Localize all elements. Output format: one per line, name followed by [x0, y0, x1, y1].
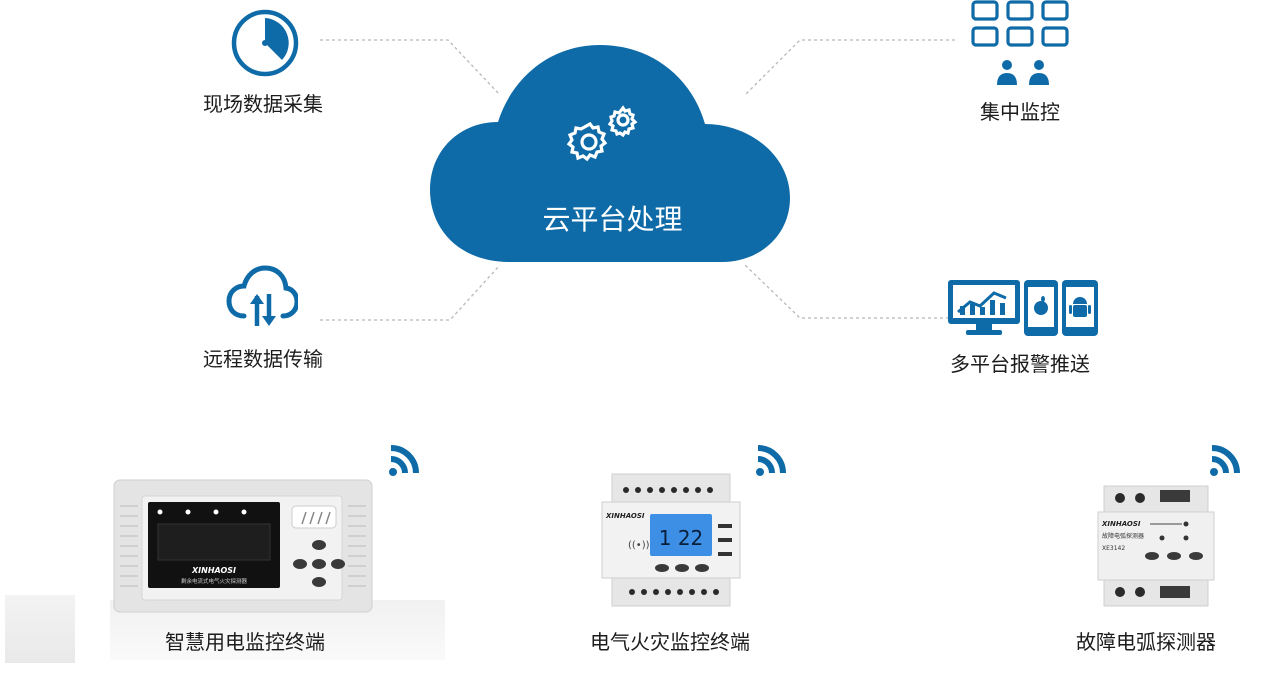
connector-transfer — [320, 264, 501, 321]
cloud-transfer-icon — [226, 264, 300, 332]
floor-shadow — [5, 595, 75, 663]
connector-collect — [320, 39, 501, 96]
device-label-smart-terminal: 智慧用电监控终端 — [165, 630, 325, 654]
cloud-platform: 云平台处理 — [430, 40, 795, 265]
device-fire-terminal: XINHAOSI ((•)) 1 22 — [601, 473, 741, 607]
connector-monitor — [744, 39, 955, 96]
wifi-signal-icon — [752, 445, 788, 481]
svg-text:XE3142: XE3142 — [1102, 545, 1125, 552]
cloud-label: 云平台处理 — [542, 203, 683, 236]
clock-icon — [230, 8, 300, 78]
svg-text:XINHAOSI: XINHAOSI — [605, 512, 645, 520]
device-label-fire-terminal: 电气火灾监控终端 — [590, 630, 750, 654]
svg-text:故障电弧探测器: 故障电弧探测器 — [1102, 532, 1144, 540]
svg-text:1 22: 1 22 — [659, 526, 704, 550]
monitor-grid-users-icon — [970, 0, 1076, 88]
gears-icon — [566, 105, 638, 162]
device-arc-detector: XINHAOSI 故障电弧探测器 XE3142 — [1097, 485, 1215, 607]
feature-label-transfer: 远程数据传输 — [203, 347, 323, 371]
feature-label-alarm: 多平台报警推送 — [950, 352, 1090, 376]
device-label-arc-detector: 故障电弧探测器 — [1076, 630, 1216, 654]
svg-text:剩余电流式电气火灾探测器: 剩余电流式电气火灾探测器 — [181, 577, 248, 585]
devices-icon — [946, 278, 1102, 340]
svg-text:XINHAOSI: XINHAOSI — [191, 566, 236, 575]
device-smart-terminal: XINHAOSI 剩余电流式电气火灾探测器 — [113, 479, 373, 613]
connector-alarm — [744, 264, 955, 319]
svg-text:XINHAOSI: XINHAOSI — [1101, 520, 1141, 528]
svg-text:((•)): ((•)) — [628, 540, 650, 551]
feature-label-collect: 现场数据采集 — [203, 92, 323, 116]
wifi-signal-icon — [1206, 445, 1242, 481]
feature-label-monitor: 集中监控 — [980, 100, 1060, 124]
wifi-signal-icon — [385, 445, 421, 481]
